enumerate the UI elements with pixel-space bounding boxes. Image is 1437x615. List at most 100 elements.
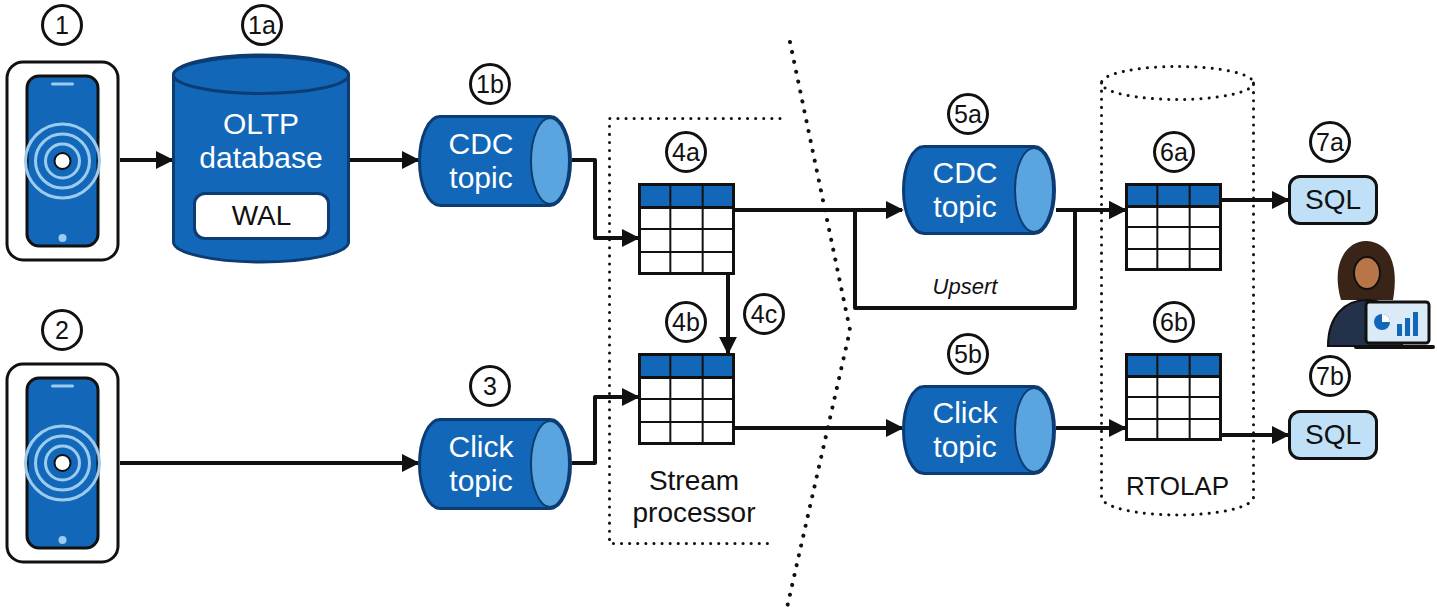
callout-number: 2 <box>41 309 83 351</box>
signal-ring <box>26 426 100 500</box>
analyst-face <box>1354 257 1380 289</box>
flow-arrow <box>1222 433 1288 437</box>
device-frame <box>7 364 118 562</box>
callout-number: 6b <box>1153 301 1195 343</box>
flow-arrow <box>726 275 730 353</box>
callout-number: 5a <box>947 93 989 135</box>
flow-arrow <box>1222 198 1288 202</box>
shape-outline <box>5 362 120 564</box>
boundary-line <box>786 42 850 612</box>
bar-icon <box>1405 318 1410 336</box>
table-grid <box>1127 185 1221 270</box>
flow-arrow <box>120 461 418 465</box>
flow-arrow <box>572 397 638 463</box>
cylinder-cap <box>1015 388 1053 472</box>
cylinder-body <box>174 55 349 262</box>
table-header <box>640 355 734 378</box>
table-header <box>1127 355 1221 377</box>
table-frame <box>640 355 734 444</box>
cylinder-cap <box>531 421 569 507</box>
cylinder-top <box>174 57 349 94</box>
topic-cylinder: 1bCDC topic <box>418 115 572 207</box>
node-label: OLTP database <box>180 95 342 187</box>
flow-arrow <box>1056 208 1125 212</box>
topic-cylinder: 5bClick topic <box>902 385 1056 475</box>
callout-number: 7b <box>1309 355 1351 397</box>
phone-speaker <box>53 385 73 388</box>
cylinder-cap <box>1015 148 1053 232</box>
table-icon: 4a <box>638 183 735 275</box>
callout-number: 1b <box>469 63 511 105</box>
shape-outline <box>5 60 120 262</box>
region-top <box>1102 67 1254 100</box>
table-frame <box>640 185 734 274</box>
flow-arrow <box>735 426 902 430</box>
table-icon: 6a <box>1125 183 1222 271</box>
flow-arrow <box>1056 426 1125 430</box>
callout-number: 1 <box>41 4 83 46</box>
flow-arrow <box>572 160 638 238</box>
mobile-device: 2 <box>5 362 120 564</box>
signal-dot <box>55 455 71 471</box>
table-icon: 6b <box>1125 353 1222 441</box>
bar-icon <box>1397 324 1402 336</box>
node-label: Stream processor <box>608 457 780 537</box>
callout-number: 1a <box>241 4 283 46</box>
signal-ring <box>46 446 80 480</box>
table-frame <box>1127 355 1221 440</box>
wal-box: WAL <box>193 192 330 240</box>
signal-dot <box>55 153 71 169</box>
callout-number: 4b <box>665 301 707 343</box>
table-grid <box>640 355 734 444</box>
laptop-screen <box>1366 302 1429 343</box>
callout-number: 7a <box>1309 121 1351 163</box>
analyst-icon <box>1328 241 1433 347</box>
callout-number: 6a <box>1153 131 1195 173</box>
table-header <box>1127 185 1221 207</box>
callout-number: 5b <box>947 333 989 375</box>
cylinder-cap <box>531 118 569 204</box>
node-label: CDC topic <box>432 115 530 207</box>
topic-cylinder: 5aCDC topic <box>902 145 1056 235</box>
callout-number: 4c <box>743 293 785 335</box>
shape-outline <box>1125 353 1222 441</box>
shape-outline <box>638 353 735 445</box>
node-label: CDC topic <box>916 145 1014 235</box>
database-cylinder: 1aOLTP databaseWAL <box>172 55 350 262</box>
node-label: Click topic <box>916 385 1014 475</box>
phone-body <box>27 378 98 548</box>
phone-body <box>27 76 98 246</box>
signal-ring <box>36 134 90 188</box>
flow-arrow <box>350 158 418 162</box>
edge-label: Upsert <box>930 274 1001 300</box>
table-grid <box>1127 355 1221 440</box>
phone-speaker <box>53 83 73 86</box>
table-icon: 4b <box>638 353 735 445</box>
table-header <box>640 185 734 208</box>
node-label: SQL <box>1288 175 1378 225</box>
callout-number: 4a <box>665 131 707 173</box>
laptop-base <box>1356 345 1433 349</box>
analyst-hair <box>1338 241 1395 300</box>
pie-chart-icon <box>1374 314 1390 330</box>
signal-ring <box>26 124 100 198</box>
signal-ring <box>36 436 90 490</box>
mobile-device: 1 <box>5 60 120 262</box>
shape-outline <box>1125 183 1222 271</box>
rtolap-cylinder: RTOLAP6a6b <box>1100 65 1255 515</box>
signal-ring <box>46 144 80 178</box>
pie-slice <box>1382 314 1390 322</box>
region-outline <box>1102 83 1254 515</box>
phone-button <box>59 536 67 544</box>
bar-icon <box>1413 312 1418 336</box>
sql-box: 7aSQL <box>1288 175 1378 225</box>
node-label: SQL <box>1288 410 1378 460</box>
phone-button <box>59 234 67 242</box>
flow-arrow <box>120 158 172 162</box>
topic-cylinder: 3Click topic <box>418 418 572 510</box>
table-frame <box>1127 185 1221 270</box>
node-label: WAL <box>193 192 330 240</box>
shape-outline <box>638 183 735 275</box>
callout-number: 3 <box>469 365 511 407</box>
node-label: Click topic <box>432 418 530 510</box>
